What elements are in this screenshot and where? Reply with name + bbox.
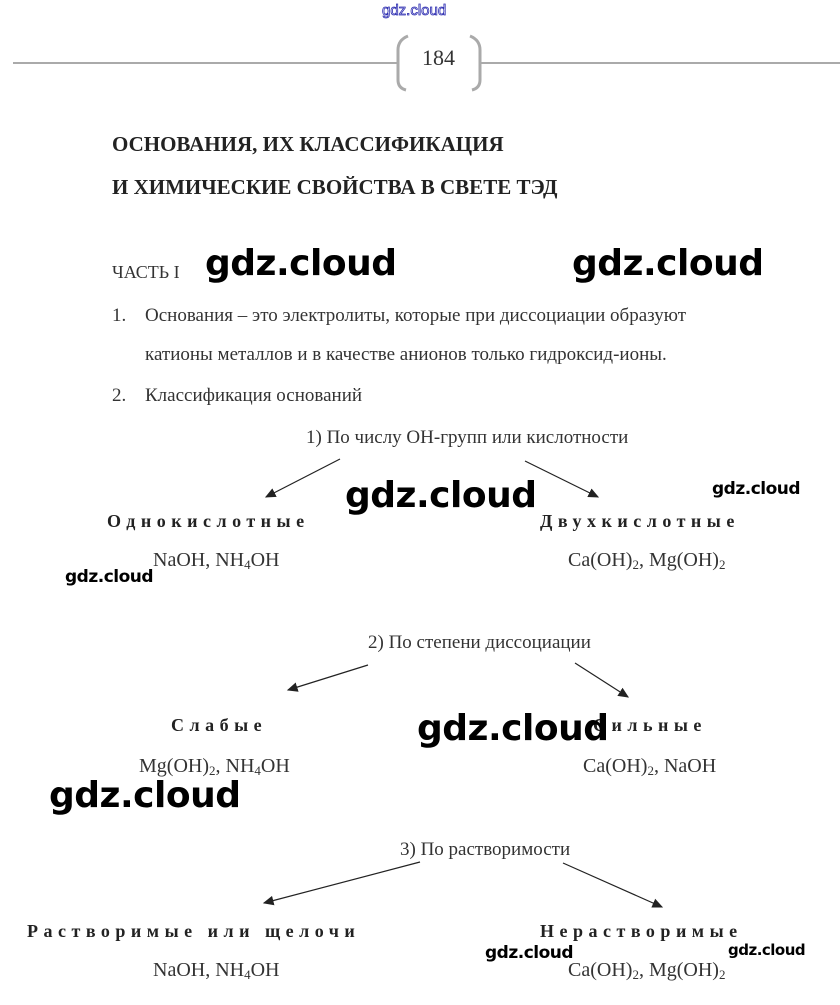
- category-label: Нерастворимые: [540, 921, 743, 941]
- formula-subscript: 2: [632, 557, 639, 572]
- watermark: gdz.cloud: [572, 243, 764, 284]
- watermark: gdz.cloud: [345, 475, 537, 516]
- formula: Ca(OH)2, Mg(OH)2: [568, 550, 725, 571]
- formula-subscript: 4: [244, 967, 251, 982]
- arrow: [264, 458, 341, 498]
- category-label: Растворимые или щелочи: [27, 921, 361, 941]
- formula-subscript: 2: [718, 557, 726, 572]
- item-text: катионы металлов и в качестве анионов то…: [145, 344, 667, 365]
- formula-text: , NH: [215, 755, 255, 777]
- formula: Mg(OH)2, NH4OH: [139, 756, 290, 777]
- category-label: Сильные: [593, 715, 707, 735]
- watermark: gdz.cloud: [65, 567, 154, 587]
- arrow: [262, 861, 421, 906]
- category-label: Двухкислотные: [540, 511, 740, 531]
- item-number: 2.: [112, 385, 127, 406]
- formula-text: NaOH, NH: [153, 549, 245, 571]
- formula: NaOH, NH4OH: [153, 960, 279, 981]
- watermark: gdz.cloud: [728, 941, 806, 959]
- category-label: Слабые: [171, 715, 268, 735]
- formula-subscript: 2: [647, 763, 654, 778]
- formula: Ca(OH)2, NaOH: [583, 756, 716, 777]
- left-bracket: [396, 34, 409, 92]
- classification-heading: 1) По числу ОН-групп или кислотности: [306, 427, 629, 448]
- watermark: gdz.cloud: [382, 2, 447, 19]
- watermark: gdz.cloud: [417, 708, 609, 749]
- watermark: gdz.cloud: [712, 479, 801, 499]
- page-number: 184: [422, 45, 455, 70]
- formula-text: , Mg(OH): [638, 549, 719, 571]
- formula-text: OH: [260, 755, 290, 777]
- formula-text: OH: [250, 549, 280, 571]
- formula-subscript: 2: [718, 967, 726, 982]
- formula-text: , Mg(OH): [638, 959, 719, 981]
- formula-text: Ca(OH): [568, 549, 633, 571]
- formula-subscript: 4: [244, 557, 251, 572]
- formula: Ca(OH)2, Mg(OH)2: [568, 960, 725, 981]
- page-number-frame: [13, 34, 840, 92]
- item-number: 1.: [112, 305, 127, 326]
- classification-heading: 3) По растворимости: [400, 839, 571, 860]
- watermark: gdz.cloud: [485, 943, 574, 963]
- page-title-line2: И ХИМИЧЕСКИЕ СВОЙСТВА В СВЕТЕ ТЭД: [112, 175, 558, 199]
- formula-text: Ca(OH): [568, 959, 633, 981]
- arrow: [562, 862, 664, 908]
- formula: NaOH, NH4OH: [153, 550, 279, 571]
- arrow: [574, 662, 630, 698]
- arrow: [524, 460, 600, 498]
- formula-subscript: 4: [254, 763, 261, 778]
- formula-subscript: 2: [632, 967, 639, 982]
- formula-text: OH: [250, 959, 280, 981]
- item-text: Основания – это электролиты, которые при…: [145, 305, 686, 326]
- formula-text: Ca(OH): [583, 755, 648, 777]
- arrow: [286, 664, 369, 692]
- formula-text: NaOH, NH: [153, 959, 245, 981]
- part-label: ЧАСТЬ I: [112, 262, 180, 282]
- right-bracket: [469, 34, 482, 92]
- watermark: gdz.cloud: [49, 775, 241, 816]
- watermark: gdz.cloud: [205, 243, 397, 284]
- page-title-line1: ОСНОВАНИЯ, ИХ КЛАССИФИКАЦИЯ: [112, 132, 504, 156]
- classification-heading: 2) По степени диссоциации: [368, 632, 591, 653]
- formula-text: , NaOH: [653, 755, 717, 777]
- formula-subscript: 2: [209, 763, 216, 778]
- category-label: Однокислотные: [107, 511, 310, 531]
- formula-text: Mg(OH): [139, 755, 209, 777]
- item-text: Классификация оснований: [145, 385, 363, 406]
